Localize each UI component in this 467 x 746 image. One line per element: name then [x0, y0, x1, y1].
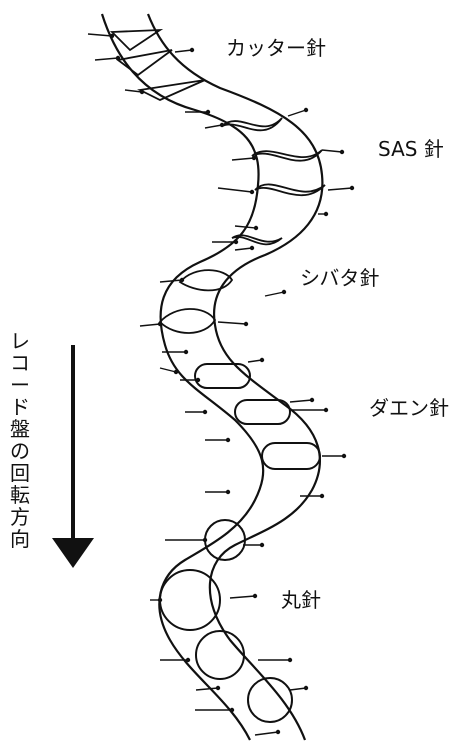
modulation-dot	[303, 107, 309, 113]
elliptical-stylus-shapes	[194, 363, 321, 470]
modulation-dot	[287, 657, 293, 663]
rotation-direction-char: の	[10, 439, 30, 463]
modulation-tick	[321, 149, 343, 153]
label-sas-stylus: SAS 針	[378, 137, 444, 161]
groove-left-wall	[100, 13, 265, 741]
modulation-tick	[234, 247, 253, 251]
modulation-dot	[179, 277, 185, 283]
modulation-tick	[289, 399, 313, 403]
modulation-dot	[233, 239, 239, 245]
modulation-dot	[281, 289, 287, 295]
groove-modulation-ticks	[87, 33, 355, 736]
modulation-tick	[254, 731, 279, 736]
modulation-tick	[94, 57, 119, 61]
rotation-direction-char: ド	[10, 395, 30, 419]
label-elliptical-stylus: ダエン針	[369, 396, 449, 420]
modulation-tick	[264, 291, 285, 297]
modulation-dot	[319, 493, 325, 499]
modulation-dot	[323, 211, 329, 217]
rotation-direction-char: 盤	[10, 417, 30, 441]
modulation-dot	[115, 55, 121, 61]
modulation-dot	[195, 377, 201, 383]
cutter-stylus-shapes	[109, 28, 206, 101]
modulation-dot	[189, 47, 195, 53]
rotation-direction-char: 転	[10, 483, 30, 507]
modulation-dot	[185, 657, 191, 663]
modulation-dot	[252, 593, 258, 599]
rotation-direction-char: レ	[10, 329, 30, 353]
modulation-dot	[309, 397, 315, 403]
groove-right-wall	[146, 13, 324, 741]
modulation-tick	[217, 187, 253, 193]
modulation-dot	[215, 685, 221, 691]
modulation-dot	[249, 245, 255, 251]
modulation-dot	[202, 409, 208, 415]
modulation-dot	[251, 155, 257, 161]
modulation-tick	[231, 157, 255, 161]
modulation-tick	[287, 109, 307, 117]
modulation-dot	[253, 225, 259, 231]
sas-stylus-shapes	[221, 117, 326, 246]
modulation-dot	[339, 149, 345, 155]
modulation-tick	[204, 124, 223, 129]
modulation-dot	[205, 109, 211, 115]
shibata-stylus-shapes	[158, 269, 234, 334]
modulation-dot	[225, 489, 231, 495]
modulation-tick	[229, 595, 256, 599]
rotation-direction-char: 回	[10, 461, 30, 485]
modulation-tick	[234, 225, 257, 229]
modulation-tick	[124, 89, 143, 93]
modulation-dot	[249, 189, 255, 195]
modulation-tick	[327, 187, 353, 191]
modulation-dot	[259, 357, 265, 363]
rotation-direction-char: コ	[10, 351, 30, 375]
modulation-tick	[289, 687, 307, 691]
modulation-tick	[174, 49, 193, 53]
modulation-tick	[217, 321, 247, 325]
label-cutter-stylus: カッター針	[226, 36, 326, 60]
rotation-direction-char: ー	[10, 373, 30, 397]
modulation-dot	[323, 407, 329, 413]
direction-arrow	[52, 345, 94, 568]
modulation-tick	[87, 33, 113, 37]
modulation-tick	[139, 323, 161, 327]
modulation-tick	[195, 687, 219, 691]
rotation-direction-label: レコード盤の回転方向	[8, 330, 32, 550]
modulation-tick	[159, 367, 177, 373]
modulation-tick	[159, 279, 183, 283]
label-round-stylus: 丸針	[281, 588, 321, 612]
modulation-dot	[275, 729, 281, 735]
modulation-dot	[259, 542, 265, 548]
modulation-dot	[219, 122, 225, 128]
modulation-dot	[109, 33, 115, 39]
modulation-dot	[349, 185, 355, 191]
modulation-tick	[247, 359, 263, 363]
modulation-dot	[157, 597, 163, 603]
modulation-dot	[183, 349, 189, 355]
modulation-dot	[243, 321, 249, 327]
rotation-direction-char: 向	[10, 527, 30, 551]
modulation-dot	[225, 437, 231, 443]
modulation-dot	[157, 321, 163, 327]
modulation-dot	[229, 707, 235, 713]
modulation-dot	[173, 369, 179, 375]
modulation-dot	[303, 685, 309, 691]
modulation-dot	[139, 89, 145, 95]
modulation-dot	[341, 453, 347, 459]
modulation-dot	[202, 537, 208, 543]
label-shibata-stylus: シバタ針	[300, 266, 380, 290]
rotation-direction-char: 方	[10, 505, 30, 529]
